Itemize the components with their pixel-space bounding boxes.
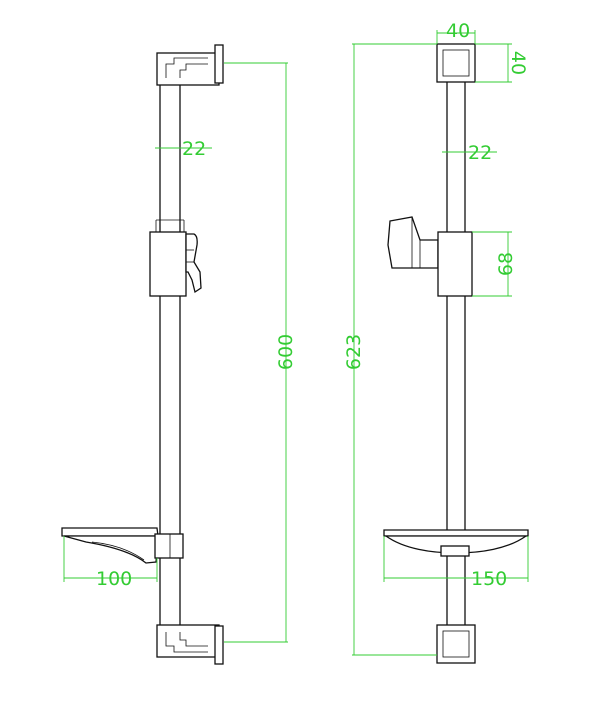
side-soap-dish xyxy=(383,529,529,580)
side-bracket-depth-label: 40 xyxy=(507,51,529,75)
front-bottom-bracket xyxy=(156,624,224,665)
side-holder xyxy=(387,216,439,269)
side-dim-bar-width: 22 xyxy=(442,142,497,164)
front-soap-dish xyxy=(61,527,184,564)
front-dim-height: 600 xyxy=(224,62,297,643)
front-dim-dish-depth: 100 xyxy=(63,536,158,590)
side-dim-bracket-width: 40 xyxy=(436,20,476,44)
side-dim-bracket-depth: 40 xyxy=(475,43,529,83)
front-dish-depth-label: 100 xyxy=(96,568,132,590)
side-bracket-width-label: 40 xyxy=(446,20,470,42)
front-bar-width-label: 22 xyxy=(182,138,206,160)
side-slider xyxy=(437,231,473,297)
front-dim-bar-width: 22 xyxy=(155,138,212,160)
side-bar-width-label: 22 xyxy=(468,142,492,164)
front-top-bracket xyxy=(156,44,224,86)
side-total-height-label: 623 xyxy=(343,334,365,370)
side-top-bracket xyxy=(436,43,476,83)
side-bottom-bracket xyxy=(436,624,476,664)
front-view: 22 600 100 xyxy=(61,44,297,665)
side-dim-dish-width: 150 xyxy=(383,536,529,590)
side-dish-width-label: 150 xyxy=(471,568,507,590)
front-height-label: 600 xyxy=(275,334,297,370)
side-dim-total-height: 623 xyxy=(343,43,437,656)
side-view: 40 40 22 68 623 150 xyxy=(343,20,529,664)
side-dim-slider-height: 68 xyxy=(472,231,517,297)
front-slider xyxy=(149,219,202,297)
side-slider-height-label: 68 xyxy=(495,252,517,276)
